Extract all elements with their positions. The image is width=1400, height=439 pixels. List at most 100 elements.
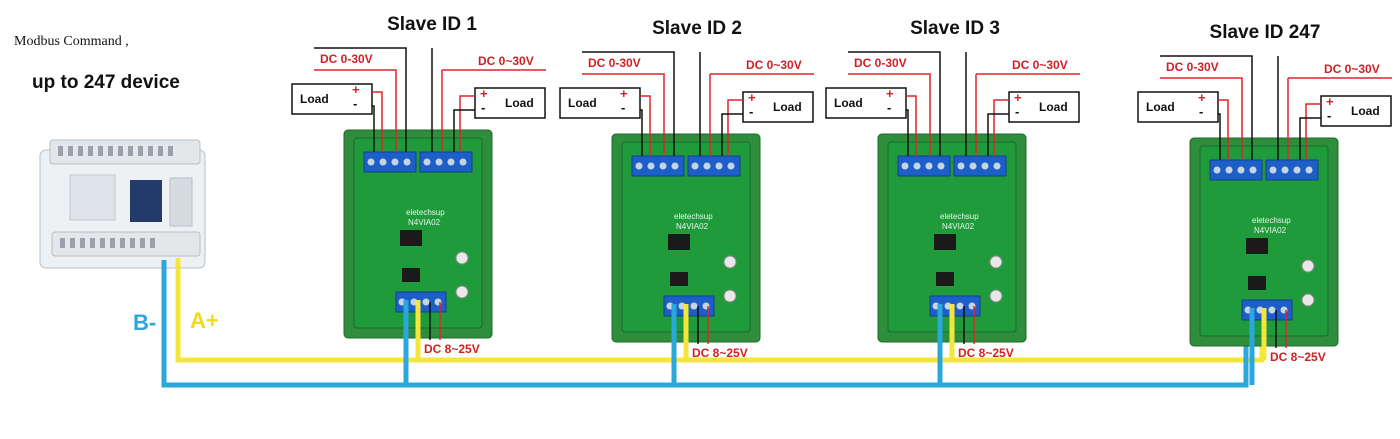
bus-b-label: B-	[133, 310, 157, 335]
terminal-screw	[423, 158, 431, 166]
dc-range-left: DC 0-30V	[320, 52, 373, 66]
terminal-screw	[459, 158, 467, 166]
plus-sign-icon: +	[1014, 90, 1022, 105]
terminal-screw	[1213, 166, 1221, 174]
led-indicator	[455, 285, 469, 299]
led-indicator	[723, 255, 737, 269]
terminal-screw	[937, 162, 945, 170]
command-label: Modbus Command ,	[14, 34, 129, 49]
wire-load-right-pos	[459, 95, 475, 152]
board-model: N4VIA02	[408, 218, 441, 227]
board-model: N4VIA02	[942, 222, 975, 231]
ic-chip	[934, 234, 956, 250]
load-box-right	[1008, 91, 1080, 123]
wire-load-right-neg	[987, 113, 1009, 156]
dc-range-left: DC 0-30V	[854, 56, 907, 70]
wire-load-left-pos	[372, 91, 383, 152]
terminal-screw	[647, 162, 655, 170]
terminal-block-left	[1209, 159, 1263, 181]
plus-sign-icon: +	[1198, 90, 1206, 105]
board-model: N4VIA02	[676, 222, 709, 231]
terminal-screw	[1305, 166, 1313, 174]
terminal-screw	[391, 158, 399, 166]
power-supply-label: DC 8~25V	[692, 346, 748, 360]
load-label-right: Load	[1039, 100, 1068, 114]
dc-range-right: DC 0~30V	[1324, 62, 1380, 76]
terminal-screw	[969, 162, 977, 170]
terminal-screw	[913, 162, 921, 170]
terminal-screw	[703, 162, 711, 170]
ic-chip	[668, 234, 690, 250]
plus-sign-icon: +	[748, 90, 756, 105]
board-brand: eletechsup	[940, 212, 979, 221]
led-indicator	[455, 251, 469, 265]
terminal-screw	[727, 162, 735, 170]
terminal-screw	[447, 158, 455, 166]
terminal-screw	[901, 162, 909, 170]
led-indicator	[1301, 293, 1315, 307]
load-label-left: Load	[1146, 100, 1175, 114]
led-indicator	[989, 289, 1003, 303]
terminal-screw	[1269, 166, 1277, 174]
plus-sign-icon: +	[886, 86, 894, 101]
minus-sign-icon: -	[353, 96, 358, 111]
load-label-right: Load	[1351, 104, 1380, 118]
wire-dc-left	[848, 73, 931, 156]
terminal-screw	[1237, 166, 1245, 174]
power-supply-label: DC 8~25V	[958, 346, 1014, 360]
board-model: N4VIA02	[1254, 226, 1287, 235]
plus-sign-icon: +	[1326, 94, 1334, 109]
terminal-screw	[690, 302, 698, 310]
module-title: Slave ID 1	[387, 14, 477, 35]
terminal-screw	[435, 158, 443, 166]
board-brand: eletechsup	[406, 208, 445, 217]
dc-range-right: DC 0~30V	[746, 58, 802, 72]
wire-load-left-neg	[1218, 113, 1221, 160]
load-box-left	[291, 83, 373, 115]
ic-chip	[1248, 276, 1266, 290]
ic-chip	[936, 272, 954, 286]
wire-common	[1160, 55, 1253, 160]
wire-common	[314, 47, 407, 152]
terminal-screw	[925, 162, 933, 170]
terminal-block-right	[1265, 159, 1319, 181]
led-indicator	[989, 255, 1003, 269]
slave-module-4	[1137, 55, 1392, 385]
module-title: Slave ID 3	[910, 18, 1000, 39]
load-box-left	[559, 87, 641, 119]
wire-load-left-pos	[1218, 99, 1229, 160]
wire-load-right-pos	[1305, 103, 1321, 160]
terminal-screw	[1293, 166, 1301, 174]
terminal-screw	[1249, 166, 1257, 174]
load-box-right	[742, 91, 814, 123]
wire-dc-left	[314, 69, 397, 152]
module-title: Slave ID 247	[1209, 22, 1321, 43]
load-box-right	[474, 87, 546, 119]
dc-range-left: DC 0-30V	[1166, 60, 1219, 74]
ic-chip	[1246, 238, 1268, 254]
slave-module-2	[559, 51, 814, 385]
terminal-block-left	[631, 155, 685, 177]
load-label-right: Load	[505, 96, 534, 110]
board-brand: eletechsup	[1252, 216, 1291, 225]
terminal-block-left	[897, 155, 951, 177]
wire-common	[582, 51, 675, 156]
minus-sign-icon: -	[621, 100, 626, 115]
minus-sign-icon: -	[1015, 104, 1020, 119]
terminal-screw	[422, 298, 430, 306]
terminal-block-right	[953, 155, 1007, 177]
led-indicator	[723, 289, 737, 303]
load-label-right: Load	[773, 100, 802, 114]
dc-range-right: DC 0~30V	[1012, 58, 1068, 72]
wire-dc-left	[1160, 77, 1243, 160]
terminal-screw	[956, 302, 964, 310]
dc-range-right: DC 0~30V	[478, 54, 534, 68]
minus-sign-icon: -	[1327, 108, 1332, 123]
terminal-screw	[403, 158, 411, 166]
terminal-screw	[981, 162, 989, 170]
load-box-right	[1320, 95, 1392, 127]
terminal-screw	[635, 162, 643, 170]
power-supply-label: DC 8~25V	[424, 342, 480, 356]
wire-load-right-pos	[727, 99, 743, 156]
